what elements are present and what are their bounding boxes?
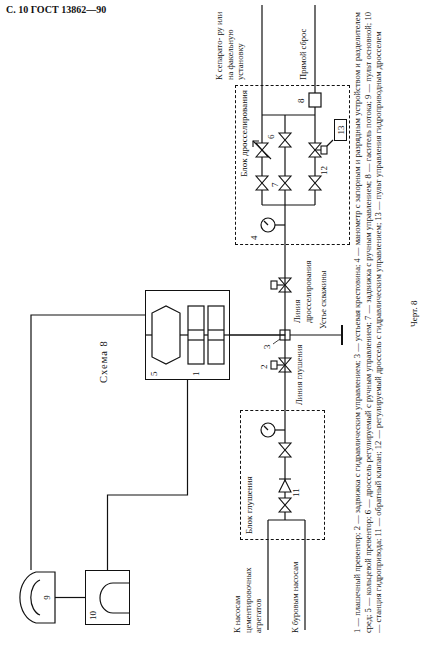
outlet-label: Прямой сброс — [298, 6, 309, 80]
gauge-needle — [264, 221, 268, 225]
callout-number: 11 — [291, 488, 301, 497]
pipe-connector — [108, 380, 188, 570]
layout-lines — [20, 5, 342, 630]
choke-block: 13 Блок дросселирования — [235, 85, 350, 245]
leader-line — [273, 339, 280, 344]
gate-valve — [279, 133, 291, 147]
wellhead-bore — [290, 334, 342, 335]
callout-number: 4 — [249, 236, 259, 241]
kill-block: Блок глушения 11 — [240, 410, 325, 540]
callout-number: 13 — [336, 120, 346, 140]
pump-line — [267, 520, 268, 630]
gauge-stem — [275, 429, 285, 430]
valve-actuator — [271, 281, 277, 289]
separator-outlet — [261, 5, 262, 115]
kill-manifold-pipe — [268, 519, 305, 520]
callout-number: 5 — [149, 372, 159, 377]
choke-branch — [261, 115, 262, 205]
wellhead-flange — [341, 325, 343, 345]
flow-damper — [309, 93, 321, 107]
ram-preventor — [208, 306, 224, 364]
outlet-label: К сепарато- ру или на факельную установк… — [214, 6, 246, 80]
callout-number: 3 — [262, 345, 272, 350]
annular-preventor — [152, 306, 180, 364]
gate-valve — [279, 443, 291, 457]
choke-actuator — [321, 146, 327, 154]
page-header: С. 10 ГОСТ 13862—90 — [6, 4, 106, 15]
figure-caption: 1 — плашечный превентор; 2 — задвижка с … — [352, 12, 384, 633]
gate-valve — [309, 176, 321, 190]
bore-line — [145, 334, 152, 335]
station-tank — [100, 583, 130, 613]
control-line — [327, 140, 333, 146]
pump-line — [304, 520, 305, 630]
choke-adjust-arrow — [253, 141, 271, 159]
pipe-connector — [55, 597, 85, 598]
line-label: Устье скважины — [318, 249, 329, 329]
console-panel — [31, 580, 40, 615]
block-title: Блок дросселирования — [239, 90, 249, 177]
choke-branch — [284, 115, 285, 205]
line-label: Линия глушения — [294, 343, 305, 405]
gauge-stem — [275, 224, 285, 225]
gauge-needle — [264, 426, 268, 430]
check-valve — [279, 480, 291, 492]
callout-number: 7 — [270, 183, 280, 188]
line-label: Линия дросселирования — [292, 247, 313, 323]
figure-number: Черт. 8 — [409, 301, 419, 327]
hydraulic-station: 10 — [85, 570, 130, 625]
valve-symbols — [253, 133, 327, 512]
choke-manifold-pipe — [262, 204, 315, 205]
pipe-connector — [31, 315, 145, 570]
control-console: 9 — [15, 570, 55, 625]
hydraulic-choke — [309, 143, 321, 157]
pressure-gauge — [261, 218, 275, 232]
check-valve-seat — [279, 478, 291, 479]
callout-number: 9 — [42, 570, 52, 625]
callout-number: 12 — [319, 166, 329, 175]
callout-number: 8 — [296, 99, 306, 104]
gate-valve — [279, 176, 291, 190]
pressure-gauge — [261, 423, 275, 437]
callout-number: 10 — [88, 611, 98, 620]
callout-number: 6 — [266, 135, 276, 140]
gate-valve — [256, 176, 268, 190]
callout-number: 1 — [191, 372, 201, 377]
block-title: Блок глушения — [244, 476, 254, 534]
preventor-stack: 51 — [145, 290, 230, 380]
valve-actuator — [271, 361, 277, 369]
ram-preventor — [188, 306, 204, 364]
callout-number: 2 — [259, 365, 269, 370]
choke-branch — [314, 115, 315, 205]
pipe-connector — [230, 335, 285, 410]
scheme-title: Схема 8 — [98, 340, 109, 383]
collector-pipe — [262, 114, 315, 115]
connector-layer — [31, 245, 285, 598]
bore-line — [180, 334, 188, 335]
inlet-label: К буровым насосам — [290, 543, 301, 633]
inlet-label: К насосам цементировочных агрегатов — [232, 545, 264, 633]
pipe-connector — [230, 245, 285, 335]
choke-control-panel: 13 — [334, 119, 347, 141]
gate-valve — [279, 498, 291, 512]
